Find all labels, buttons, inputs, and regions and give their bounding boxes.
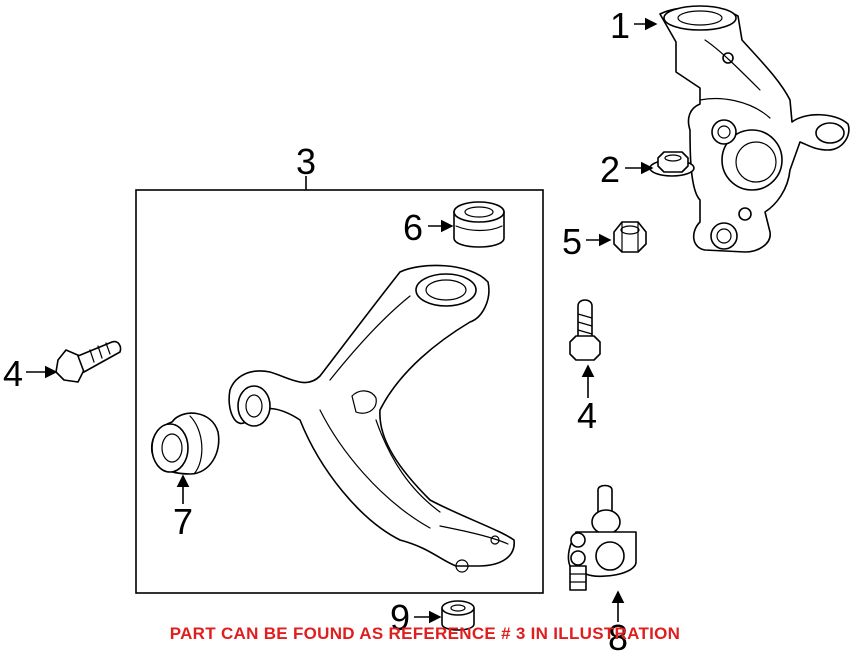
- callout-5: 5: [562, 221, 582, 262]
- callout-7: 7: [173, 501, 193, 542]
- callout-1: 1: [610, 5, 630, 46]
- callout-4-left: 4: [3, 353, 23, 394]
- washer[interactable]: [441, 600, 475, 631]
- front-bushing[interactable]: [150, 412, 220, 475]
- left-bolt[interactable]: [55, 340, 122, 383]
- upper-bushing[interactable]: [453, 201, 505, 248]
- flange-nut[interactable]: [649, 151, 695, 177]
- callout-2: 2: [600, 149, 620, 190]
- callout-6: 6: [403, 207, 423, 248]
- control-arm[interactable]: [228, 264, 515, 573]
- reference-note: PART CAN BE FOUND AS REFERENCE # 3 IN IL…: [169, 624, 681, 643]
- hex-nut[interactable]: [613, 221, 647, 253]
- callout-4-right: 4: [577, 395, 597, 436]
- callout-9: 9: [390, 597, 410, 638]
- leader-lines: [26, 17, 658, 624]
- callout-3: 3: [296, 141, 316, 182]
- steering-knuckle[interactable]: [659, 5, 850, 253]
- assembly-box: [135, 189, 544, 594]
- callout-8: 8: [608, 617, 628, 652]
- right-bolt[interactable]: [569, 299, 601, 361]
- ball-joint[interactable]: [567, 484, 637, 591]
